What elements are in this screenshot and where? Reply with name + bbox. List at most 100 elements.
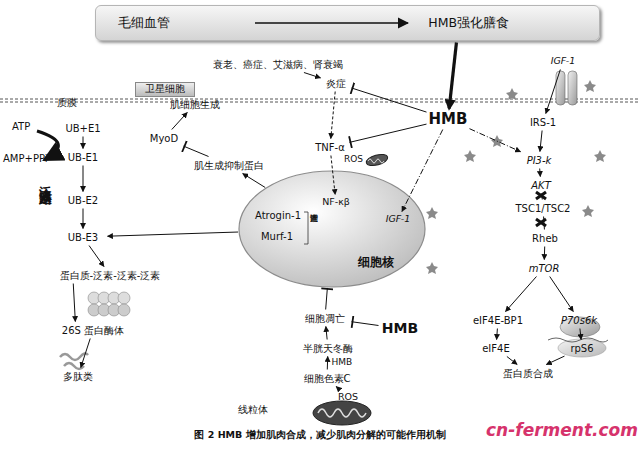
node-text: 卫星细胞 bbox=[145, 84, 185, 94]
node-text: TNF-α bbox=[315, 142, 345, 153]
pathway-connector bbox=[546, 356, 564, 364]
pathway-connector bbox=[507, 357, 517, 365]
molecule-label: AMP+PPi bbox=[3, 153, 48, 164]
pathway-connector bbox=[544, 247, 545, 260]
pathway-connector bbox=[331, 92, 335, 139]
node-text: MyoD bbox=[150, 133, 178, 144]
capillary-band: 毛细血管 HMB强化膳食 bbox=[95, 5, 600, 41]
pathway-connector bbox=[550, 277, 574, 312]
pathway-connector bbox=[243, 174, 266, 188]
node-text: 肌生成抑制蛋白 bbox=[194, 160, 264, 171]
node-text: mTOR bbox=[529, 263, 560, 274]
node-text: eIF4E-BP1 bbox=[473, 315, 523, 326]
molecule-label: eIF4E bbox=[478, 341, 514, 355]
node-text: TSC1/TSC2 bbox=[516, 203, 571, 214]
membrane-line bbox=[0, 99, 640, 100]
mitochondrion-cristae bbox=[318, 409, 366, 417]
node-text: IRS-1 bbox=[530, 117, 556, 128]
node-text: HMB强化膳食 bbox=[428, 16, 509, 30]
node-text: Murf-1 bbox=[261, 231, 293, 242]
node-text: HMB bbox=[382, 321, 418, 336]
node-text: 细胞核 bbox=[358, 256, 394, 269]
figure-caption: 图 2 HMB 增加肌肉合成，减少肌肉分解的可能作用机制 bbox=[0, 430, 640, 440]
molecule-label: ATP bbox=[12, 121, 30, 132]
molecule-label: Atrogin-1 bbox=[250, 208, 306, 222]
condition-text: 衰老、癌症、艾滋病、肾衰竭 bbox=[206, 57, 350, 71]
pathway-connector bbox=[89, 246, 104, 267]
mitochondrion-body bbox=[365, 152, 389, 167]
pathway-connector bbox=[336, 387, 339, 390]
molecule-label: 26S 蛋白酶体 bbox=[50, 323, 136, 337]
cell-box: 卫星细胞 bbox=[135, 82, 195, 97]
mitochondrion-small bbox=[365, 152, 389, 167]
molecule-label: IGF-1 bbox=[382, 213, 414, 226]
hmb-label: HMB bbox=[380, 320, 420, 337]
particle-star bbox=[506, 88, 518, 100]
molecule-label: mTOR bbox=[525, 261, 563, 275]
block-stroke bbox=[536, 192, 546, 199]
molecule-label: 细胞色素C bbox=[296, 371, 358, 385]
receptor-part bbox=[568, 71, 577, 105]
node-text: 细胞色素C bbox=[304, 373, 351, 384]
process-label: 细胞凋亡 bbox=[300, 311, 350, 325]
pathway-connector bbox=[83, 137, 84, 149]
particle-star bbox=[491, 135, 503, 147]
molecule-label: Murf-1 bbox=[254, 229, 300, 243]
molecule-label: UB+E1 bbox=[60, 121, 106, 135]
organelle-label: 线粒体 bbox=[238, 404, 268, 415]
node-text: P70s6k bbox=[561, 315, 597, 326]
pathway-connector bbox=[496, 329, 498, 340]
pathway-connector bbox=[108, 232, 239, 236]
node-text: rpS6 bbox=[570, 343, 593, 354]
pathway-connector bbox=[539, 169, 541, 177]
region-label: 质膜 bbox=[57, 97, 77, 108]
mitochondrion-body bbox=[313, 401, 371, 425]
mitochondrion-symbol bbox=[313, 401, 371, 425]
molecule-label: IRS-1 bbox=[526, 115, 560, 129]
pathway-connector bbox=[83, 209, 84, 229]
particle-star bbox=[582, 205, 594, 217]
node-text: Rheb bbox=[532, 233, 558, 244]
node-text: PI3-k bbox=[527, 155, 552, 166]
hmb-label: HMB bbox=[428, 110, 468, 128]
proteasome-ring bbox=[118, 292, 130, 304]
pathway-connector bbox=[327, 357, 328, 370]
edge-label: HMB bbox=[332, 358, 353, 368]
node-text: eIF4E bbox=[482, 343, 510, 354]
pathway-connector bbox=[449, 43, 456, 109]
molecule-label: P70s6k bbox=[556, 313, 602, 327]
pathway-connector bbox=[470, 129, 521, 152]
molecule-label: IGF-1 bbox=[548, 55, 578, 68]
pathway-connector bbox=[350, 124, 427, 142]
pathway-connector bbox=[83, 166, 84, 192]
mrna-strand bbox=[548, 338, 608, 342]
nucleus-outline bbox=[238, 170, 426, 288]
particle-star bbox=[594, 150, 606, 162]
molecule-label: 肌生成抑制蛋白 bbox=[186, 158, 272, 172]
proteasome-ring bbox=[118, 304, 130, 316]
nucleus-ellipse: 细胞核NF-κβAtrogin-1Murf-1IGF-1 bbox=[238, 170, 426, 288]
molecule-label: eIF4E-BP1 bbox=[467, 313, 529, 327]
particle-star bbox=[426, 262, 438, 274]
node-text: AKT bbox=[531, 180, 551, 191]
block-mark bbox=[536, 219, 546, 226]
molecule-label: Rheb bbox=[528, 231, 562, 245]
block-stroke bbox=[536, 219, 546, 226]
proteasome-symbol bbox=[88, 292, 130, 316]
receptor-symbol bbox=[556, 71, 577, 105]
node-text: 毛细血管 bbox=[118, 16, 170, 30]
pathway-connector bbox=[352, 322, 379, 326]
peptide-squiggle bbox=[60, 353, 88, 360]
molecule-label: MyoD bbox=[146, 131, 182, 145]
pathway-connector bbox=[81, 339, 90, 368]
watermark: cn-ferment.com bbox=[486, 421, 638, 440]
igf-particles bbox=[426, 80, 606, 274]
block-stroke bbox=[536, 192, 546, 199]
molecule-label: TSC1/TSC2 bbox=[511, 201, 575, 215]
pathway-connector bbox=[352, 88, 427, 112]
process-label: 炎症 bbox=[322, 76, 350, 90]
process-label: 蛋白质合成 bbox=[494, 366, 562, 380]
pathway-connector bbox=[304, 73, 321, 78]
mitochondrion-cristae bbox=[368, 159, 384, 163]
membrane-line bbox=[0, 102, 640, 103]
